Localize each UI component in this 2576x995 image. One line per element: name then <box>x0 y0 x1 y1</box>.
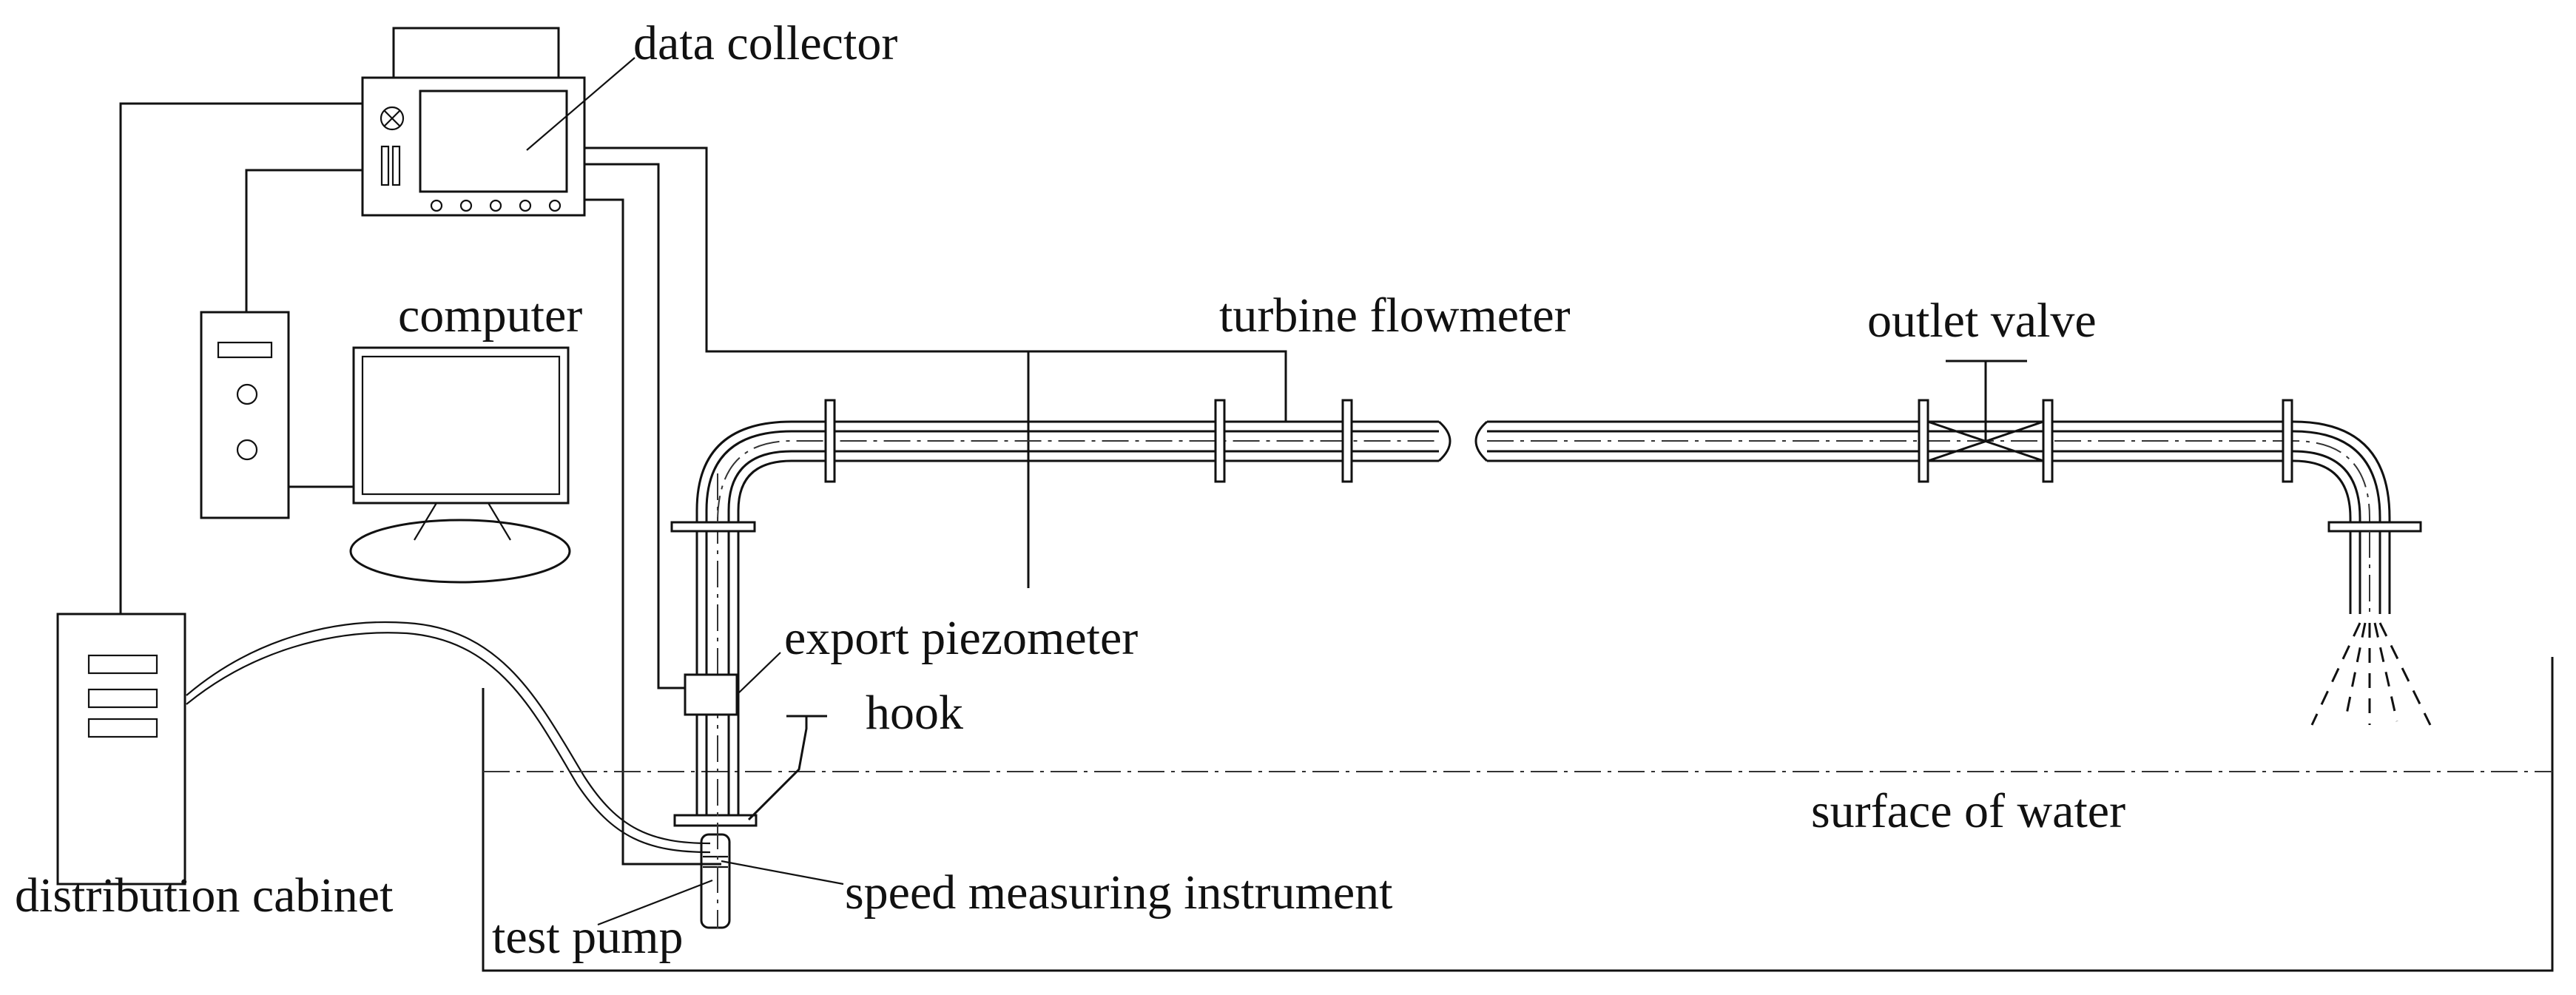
label-outlet-valve: outlet valve <box>1867 294 2097 348</box>
data-collector <box>361 27 586 217</box>
label-data-collector: data collector <box>633 16 897 70</box>
label-turbine-flowmeter: turbine flowmeter <box>1219 289 1571 343</box>
label-distribution-cabinet: distribution cabinet <box>15 868 393 923</box>
label-export-piezometer: export piezometer <box>784 611 1138 665</box>
data-collector-leader <box>526 57 635 151</box>
hook <box>747 715 827 821</box>
water-spray-icon <box>2310 622 2432 726</box>
distribution-cabinet <box>56 613 186 886</box>
computer <box>200 311 571 584</box>
power-cable <box>186 621 711 845</box>
valve-icon <box>1927 360 2044 462</box>
label-speed-measuring-instrument: speed measuring instrument <box>845 866 1393 920</box>
label-test-pump: test pump <box>492 910 684 964</box>
label-computer: computer <box>398 289 582 343</box>
export-piezometer <box>684 673 738 716</box>
main-pipeline <box>695 399 2422 614</box>
signal-wires <box>119 102 1287 866</box>
test-pump-leader <box>597 879 713 926</box>
label-surface-of-water: surface of water <box>1811 784 2125 838</box>
water-tank <box>482 657 2554 972</box>
screen-icon <box>419 90 568 193</box>
label-hook: hook <box>866 686 963 740</box>
speed-instrument-leader <box>721 860 844 886</box>
piezometer-leader <box>736 652 781 695</box>
test-pump <box>673 814 758 929</box>
control-knob-icon <box>380 106 405 131</box>
